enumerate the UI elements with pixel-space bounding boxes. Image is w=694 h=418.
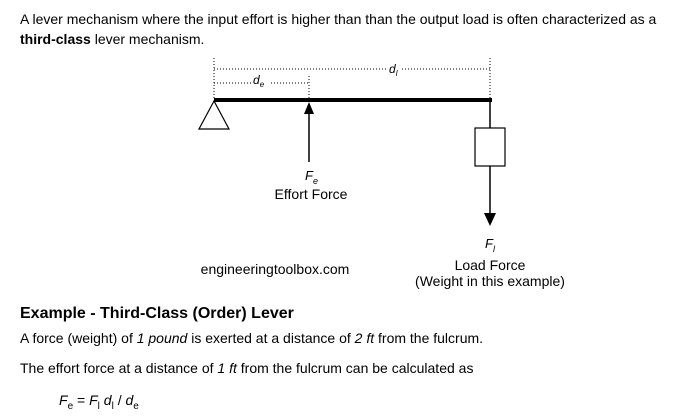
- de-label: de: [253, 73, 265, 89]
- effort-arrow-icon: [304, 102, 314, 114]
- p1-distance-value: 2 ft: [354, 330, 375, 346]
- fe-symbol: Fe: [305, 168, 318, 186]
- load-force-label: Load Force: [455, 257, 526, 273]
- formula-de-sub: e: [133, 400, 139, 412]
- intro-line-1: A lever mechanism where the input effort…: [20, 11, 657, 27]
- p2-distance-value: 1 ft: [217, 360, 237, 376]
- formula-divide: /: [113, 392, 126, 408]
- dl-label: dl: [389, 62, 398, 78]
- example-paragraph-2: The effort force at a distance of 1 ft f…: [20, 359, 473, 377]
- p2-part-c: from the fulcrum can be calculated as: [236, 360, 474, 376]
- p1-force-value: 1 pound: [136, 330, 188, 346]
- lever-diagram: dl de Fe Effort Force Fl Load Force (Wei…: [197, 58, 565, 289]
- intro-bold-term: third-class: [20, 31, 91, 47]
- fl-symbol: Fl: [485, 236, 496, 254]
- intro-rest: lever mechanism.: [90, 31, 205, 47]
- effort-force-label: Effort Force: [275, 186, 348, 202]
- formula-fl: F: [89, 392, 98, 408]
- formula-dl-sub: l: [111, 400, 114, 412]
- p2-part-a: The effort force at a distance of: [20, 360, 218, 376]
- formula-fl-sub: l: [97, 400, 100, 412]
- p1-part-a: A force (weight) of: [20, 330, 137, 346]
- fulcrum-triangle-icon: [197, 99, 231, 130]
- formula-fe-sub: e: [67, 400, 74, 412]
- lever-beam: [214, 98, 492, 102]
- load-arrow-icon: [484, 213, 496, 226]
- load-note-label: (Weight in this example): [415, 273, 565, 289]
- formula-fe: F: [59, 392, 68, 408]
- example-heading: Example - Third-Class (Order) Lever: [20, 305, 294, 322]
- example-paragraph-1: A force (weight) of 1 pound is exerted a…: [20, 329, 483, 347]
- formula-de: d: [125, 392, 134, 408]
- effort-formula: Fe = Fl dl / de: [59, 391, 139, 416]
- formula-dl: d: [103, 392, 112, 408]
- p1-part-e: from the fulcrum.: [374, 330, 484, 346]
- watermark-label: engineeringtoolbox.com: [201, 261, 350, 277]
- p1-part-c: is exerted at a distance of: [187, 330, 355, 346]
- load-weight-box-icon: [474, 127, 506, 167]
- formula-equals: =: [73, 392, 90, 408]
- intro-text: A lever mechanism where the input effort…: [20, 9, 690, 49]
